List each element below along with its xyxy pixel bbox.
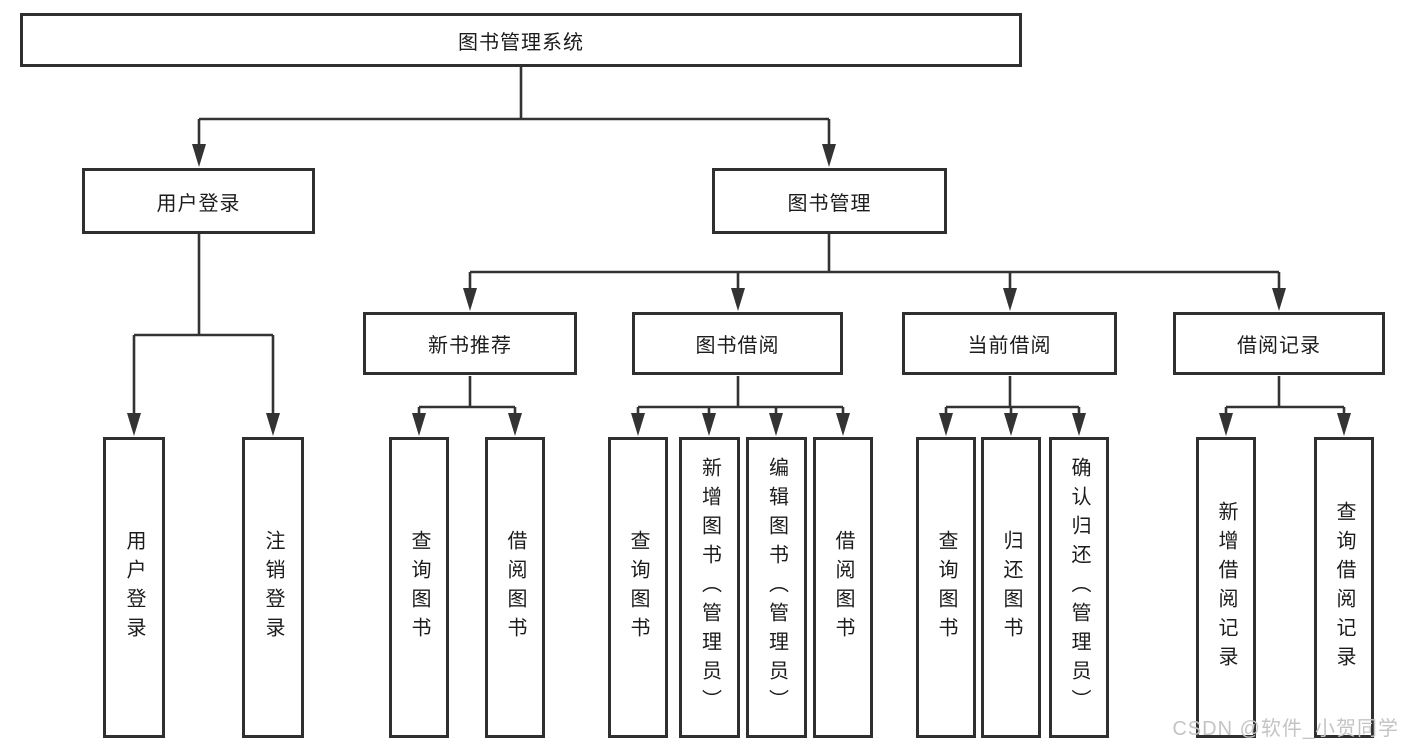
node-label: 图书借阅 <box>695 335 780 357</box>
node-user-login: 用户登录 <box>82 168 315 234</box>
leaf-confirm-return-admin: 确认归还（管理员） <box>1049 437 1109 738</box>
leaf-label: 查询图书 <box>627 529 649 646</box>
leaf-label: 编辑图书（管理员） <box>765 457 788 718</box>
leaf-label: 查询图书 <box>408 529 430 646</box>
leaf-borrow-books-recommend: 借阅图书 <box>485 437 545 738</box>
leaf-return-books: 归还图书 <box>981 437 1041 738</box>
node-label: 图书管理 <box>787 192 872 215</box>
csdn-watermark: CSDN @软件_小贺同学 <box>1172 718 1399 740</box>
leaf-label: 确认归还（管理员） <box>1068 457 1090 718</box>
leaf-logout: 注销登录 <box>242 437 304 738</box>
leaf-query-books-borrow: 查询图书 <box>608 437 668 738</box>
leaf-query-books-current: 查询图书 <box>916 437 976 738</box>
leaf-label: 新增图书（管理员） <box>698 457 721 718</box>
node-book-borrow: 图书借阅 <box>632 312 843 375</box>
leaf-query-borrow-record: 查询借阅记录 <box>1314 437 1374 738</box>
leaf-add-books-admin: 新增图书（管理员） <box>679 437 740 738</box>
leaf-label: 查询借阅记录 <box>1333 500 1355 675</box>
node-label: 当前借阅 <box>967 335 1052 357</box>
node-borrow-records: 借阅记录 <box>1173 312 1385 375</box>
node-root-library-system: 图书管理系统 <box>20 13 1022 67</box>
node-label: 用户登录 <box>156 192 241 215</box>
leaf-label: 查询图书 <box>935 529 957 646</box>
node-book-management: 图书管理 <box>712 168 947 234</box>
node-label: 图书管理系统 <box>458 31 584 54</box>
leaf-borrow-books: 借阅图书 <box>813 437 873 738</box>
leaf-edit-books-admin: 编辑图书（管理员） <box>746 437 807 738</box>
node-new-book-recommend: 新书推荐 <box>363 312 577 375</box>
node-label: 新书推荐 <box>428 335 512 357</box>
node-label: 借阅记录 <box>1237 335 1321 357</box>
leaf-label: 借阅图书 <box>832 529 854 646</box>
leaf-label: 归还图书 <box>1000 529 1022 646</box>
node-current-borrow: 当前借阅 <box>902 312 1117 375</box>
leaf-query-books-recommend: 查询图书 <box>389 437 449 738</box>
leaf-label: 用户登录 <box>123 529 145 646</box>
leaf-label: 新增借阅记录 <box>1215 500 1237 675</box>
leaf-user-login: 用户登录 <box>103 437 165 738</box>
leaf-label: 借阅图书 <box>504 529 526 646</box>
leaf-add-borrow-record: 新增借阅记录 <box>1196 437 1256 738</box>
leaf-label: 注销登录 <box>262 529 284 646</box>
